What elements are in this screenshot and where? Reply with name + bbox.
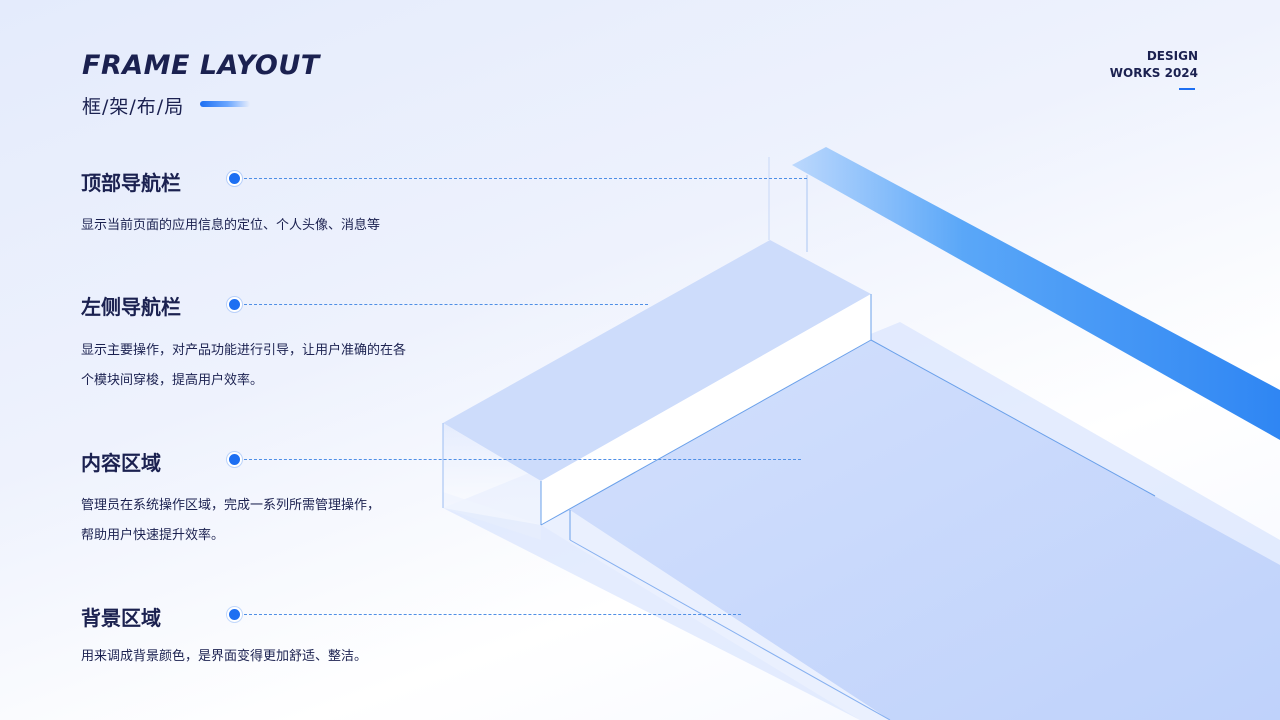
- section-title-left-nav: 左侧导航栏: [81, 295, 181, 319]
- section-title-content: 内容区域: [81, 451, 161, 475]
- brand-line-1: DESIGN: [1146, 49, 1198, 63]
- connector-line-content: [244, 459, 801, 460]
- page-title: FRAME LAYOUT: [82, 50, 320, 81]
- section-desc-content: 管理员在系统操作区域，完成一系列所需管理操作，帮助用户快速提升效率。: [81, 498, 381, 543]
- section-dot-content: [227, 452, 242, 467]
- section-desc-top-nav: 显示当前页面的应用信息的定位、个人头像、消息等: [81, 218, 381, 233]
- section-dot-left-nav: [227, 297, 242, 312]
- section-title-background: 背景区域: [81, 606, 161, 630]
- section-dot-background: [227, 607, 242, 622]
- section-desc-left-nav: 显示主要操作，对产品功能进行引导，让用户准确的在各个模块间穿梭，提高用户效率。: [81, 343, 407, 388]
- left-nav-block: [442, 240, 872, 526]
- section-title-top-nav: 顶部导航栏: [81, 171, 181, 195]
- connector-line-background: [244, 614, 741, 615]
- section-dot-top-nav: [227, 171, 242, 186]
- brand-line-2: WORKS 2024: [1109, 66, 1198, 80]
- title-accent-bar: [200, 101, 250, 107]
- section-desc-background: 用来调成背景颜色，是界面变得更加舒适、整洁。: [81, 649, 368, 664]
- page-subtitle: 框/架/布/局: [82, 96, 185, 118]
- connector-line-left-nav: [244, 304, 648, 305]
- brand-underline: [1179, 88, 1195, 90]
- content-area-slab: [541, 339, 1280, 720]
- connector-line-top-nav: [244, 178, 807, 179]
- brand-mark: DESIGN WORKS 2024: [1110, 48, 1198, 82]
- top-nav-bar: [768, 147, 1280, 440]
